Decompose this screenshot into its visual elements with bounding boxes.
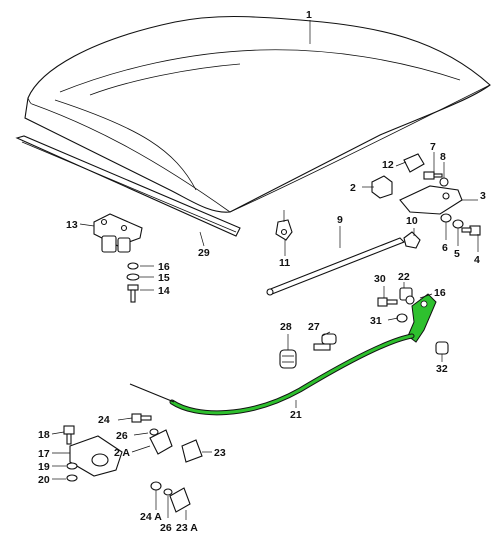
callout-18: 18 [38,429,50,441]
callout-26b: 26 [160,522,172,534]
handle-washer [66,462,78,470]
lower-nut [150,481,162,491]
latch-screw [423,171,443,180]
release-pin [313,333,337,351]
callout-27: 27 [308,321,320,333]
rubber-buffer [371,175,393,199]
hood-hinge [93,213,143,253]
callout-23A: 23 A [176,522,198,534]
release-handle-base [69,435,123,477]
bracket-washer [149,428,159,436]
latch-clip [439,177,449,187]
hinge-washer [126,273,140,281]
lock-nut [405,295,415,305]
lock-screw [377,297,398,307]
callout-17: 17 [38,448,50,460]
callout-24: 24 [98,414,110,426]
callout-15: 15 [158,272,170,284]
callout-2A: 2 A [114,447,130,459]
latch-bracket [399,185,463,215]
callout-14: 14 [158,285,170,297]
hood-stop-bracket [275,210,293,241]
latch-guide [403,153,425,173]
release-knob [279,349,297,369]
release-cable [129,333,415,416]
cable-bracket [149,429,173,455]
latch-bolt [461,225,481,236]
callout-26a: 26 [116,430,128,442]
callout-3: 3 [480,190,486,202]
prop-rod [266,237,405,296]
prop-rod-grommet [403,231,421,249]
handle-nut [66,474,78,482]
hood-panel [24,15,491,213]
callout-16a: 16 [158,261,170,273]
cable-clamp-lower [169,487,191,513]
hinge-nut [127,262,139,270]
callout-labels: 1 2 3 4 5 6 7 8 9 10 11 12 13 14 15 16 1… [38,9,486,534]
hinge-bolt [127,284,139,303]
callout-24A: 24 A [140,511,162,523]
latch-washer [440,213,452,223]
callout-12: 12 [382,159,394,171]
callout-19: 19 [38,461,50,473]
callout-9: 9 [337,214,343,226]
hood-lock [407,293,437,343]
lower-washer [163,488,173,496]
callout-21: 21 [290,409,302,421]
callout-2: 2 [350,182,356,194]
leader-lines [51,20,479,520]
bracket-screw [131,413,152,423]
callout-16b: 16 [434,287,446,299]
callout-1: 1 [306,9,312,21]
seal-strip [15,135,241,237]
callout-13: 13 [66,219,78,231]
callout-10: 10 [406,215,418,227]
callout-30: 30 [374,273,386,285]
callout-4: 4 [474,254,480,266]
callout-5: 5 [454,248,460,260]
callout-11: 11 [279,257,290,269]
callout-23: 23 [214,447,226,459]
callout-7: 7 [430,141,436,153]
latch-nut [452,219,464,229]
callout-22: 22 [398,271,410,283]
callout-8: 8 [440,151,446,163]
callout-28: 28 [280,321,292,333]
cable-clamp [181,439,203,463]
lock-cap [435,341,449,355]
lock-washer [396,313,408,323]
callout-29: 29 [198,247,210,259]
callout-31: 31 [370,315,382,327]
callout-6: 6 [442,242,448,254]
callout-20: 20 [38,474,50,486]
callout-32: 32 [436,363,448,375]
handle-bolt [63,425,75,445]
